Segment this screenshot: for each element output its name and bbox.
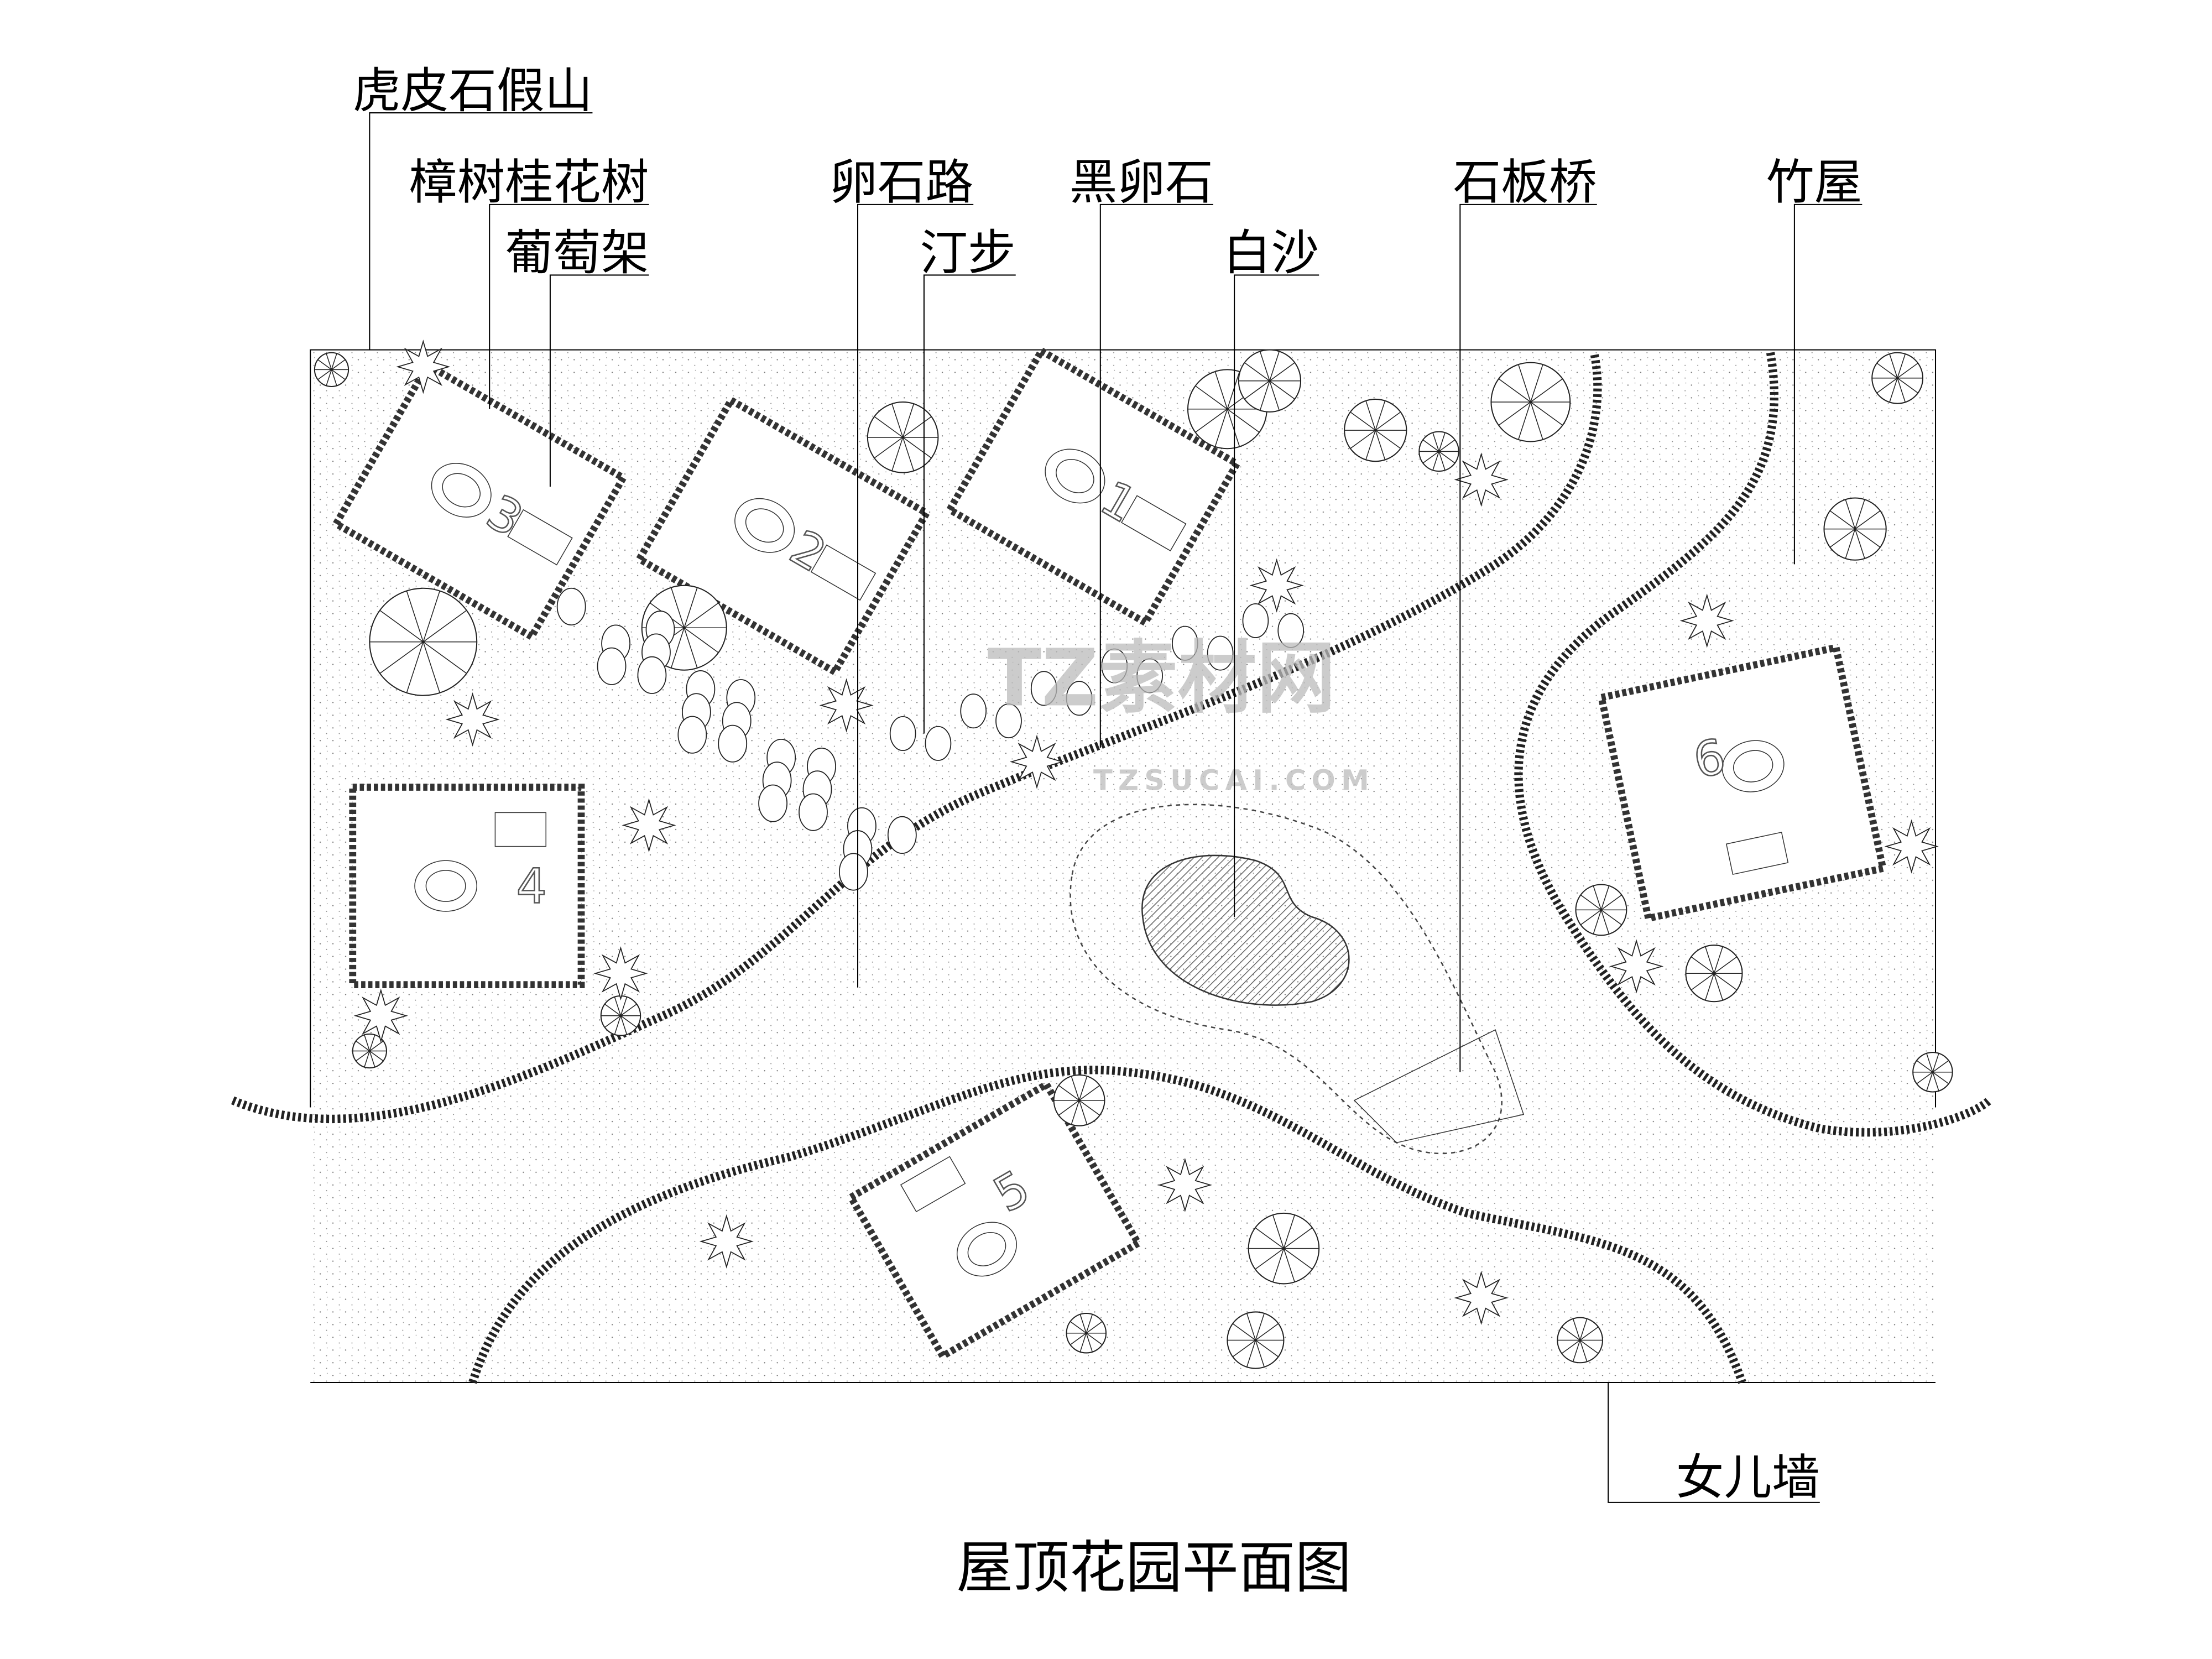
label-black-pebbles: 黑卵石	[1070, 155, 1213, 211]
stepping-stone	[758, 784, 787, 822]
shrub-symbol	[1157, 1157, 1212, 1212]
leader-trees	[489, 204, 649, 409]
black-pebble-ring	[1070, 804, 1503, 1155]
stepping-stone	[889, 716, 916, 752]
watermark-url: TZSUCAI.COM	[1093, 765, 1375, 797]
callouts: 虎皮石假山 樟树桂花树 葡萄架 卵石路 汀步 黑卵石 白沙 石板桥 竹屋 女儿墙	[353, 63, 1863, 1506]
tree-symbol	[1227, 1311, 1285, 1369]
pavilion-4: 4	[349, 784, 585, 988]
tree-symbol	[1418, 431, 1459, 472]
shrub-symbol	[1009, 734, 1065, 789]
label-trees: 樟树桂花树	[409, 155, 649, 211]
watermark-brand: TZ素材网	[988, 632, 1336, 724]
shrub-symbol	[699, 1214, 754, 1269]
tree-symbol	[1490, 362, 1571, 442]
label-slab-bridge: 石板桥	[1453, 155, 1597, 211]
tree-symbol	[1912, 1052, 1953, 1093]
hedge-south	[468, 1066, 1746, 1384]
shrub-symbol	[593, 946, 648, 1001]
stepping-stones	[556, 587, 1305, 891]
stepping-stone	[1207, 635, 1234, 671]
tree-symbol	[1053, 1074, 1105, 1126]
leader-black-pebbles	[1099, 204, 1213, 748]
tree-symbol	[867, 401, 939, 473]
label-parapet: 女儿墙	[1676, 1450, 1820, 1506]
drawing-title: 屋顶花园平面图	[957, 1535, 1352, 1601]
leader-pebble-path	[857, 204, 974, 988]
site-boundary	[310, 349, 1937, 1108]
label-stepping-stones: 汀步	[920, 225, 1015, 281]
shrub-symbol	[1884, 819, 1939, 874]
stepping-stone	[799, 793, 828, 831]
shrub-symbol	[622, 798, 676, 853]
leader-white-sand	[1234, 274, 1319, 917]
shrub-symbol	[1454, 1270, 1509, 1326]
tree-symbol	[1344, 398, 1407, 462]
stepping-stone	[637, 656, 667, 694]
shrub-symbol	[1249, 558, 1304, 613]
pond-area	[1070, 804, 1525, 1155]
shrub-symbol	[1454, 452, 1509, 507]
tree-symbol	[600, 995, 641, 1036]
label-rockery: 虎皮石假山	[353, 63, 593, 119]
shrub-symbol	[396, 340, 451, 394]
stepping-stone	[995, 703, 1022, 739]
hedge-main	[231, 352, 1602, 1124]
shrub-symbol	[819, 678, 874, 733]
slab-bridge	[1353, 1029, 1525, 1144]
tree-symbol	[1066, 1312, 1107, 1354]
stepping-stone	[925, 726, 952, 761]
tree-symbol	[1238, 349, 1302, 413]
label-trellis: 葡萄架	[505, 225, 649, 281]
tree-symbol	[1823, 497, 1887, 561]
stepping-stone	[1030, 671, 1057, 706]
stepping-stone	[597, 647, 627, 685]
label-bamboo: 竹屋	[1766, 155, 1862, 211]
tree-symbol	[1575, 884, 1627, 936]
stepping-stone	[1101, 648, 1128, 684]
stepping-stone	[960, 693, 987, 729]
stepping-stone	[1277, 613, 1305, 648]
tree-symbol	[369, 587, 478, 696]
leader-parapet	[1608, 1383, 1820, 1503]
tree-symbol	[314, 352, 349, 387]
shrub-symbol	[353, 988, 408, 1043]
leader-rockery	[369, 112, 593, 350]
leader-slab-bridge	[1459, 204, 1597, 1072]
stepping-stone	[1172, 625, 1198, 661]
tree-symbol	[1871, 352, 1924, 404]
plants	[314, 340, 1953, 1369]
stepping-stone	[838, 853, 868, 891]
pavilion-6: 6	[1597, 643, 1887, 923]
pavilion-number: 4	[517, 859, 547, 915]
stepping-stone	[677, 716, 707, 754]
tree-symbol	[1248, 1212, 1320, 1285]
tree-symbol	[352, 1033, 387, 1069]
leader-trellis	[549, 274, 649, 487]
white-sand-pond	[1141, 854, 1350, 1006]
stepping-stone	[1066, 681, 1093, 716]
hedges	[231, 352, 1992, 1384]
shrub-symbol	[1609, 939, 1664, 994]
stepping-stone	[556, 587, 586, 625]
tree-symbol	[1685, 945, 1743, 1003]
label-pebble-path: 卵石路	[830, 155, 973, 211]
watermark: TZ素材网 TZSUCAI.COM	[988, 632, 1375, 797]
tree-symbol	[1557, 1317, 1603, 1364]
leader-bamboo	[1793, 204, 1863, 565]
stepping-stone	[1136, 658, 1163, 693]
stepping-stone	[1242, 603, 1269, 638]
shrub-symbol	[445, 692, 500, 747]
shrub-symbol	[1679, 593, 1734, 648]
leader-stepping-stones	[923, 274, 1016, 734]
stepping-stone	[718, 724, 748, 763]
hedge-east	[1514, 352, 1992, 1137]
label-white-sand: 白沙	[1223, 225, 1319, 281]
stepping-stone	[887, 816, 917, 854]
